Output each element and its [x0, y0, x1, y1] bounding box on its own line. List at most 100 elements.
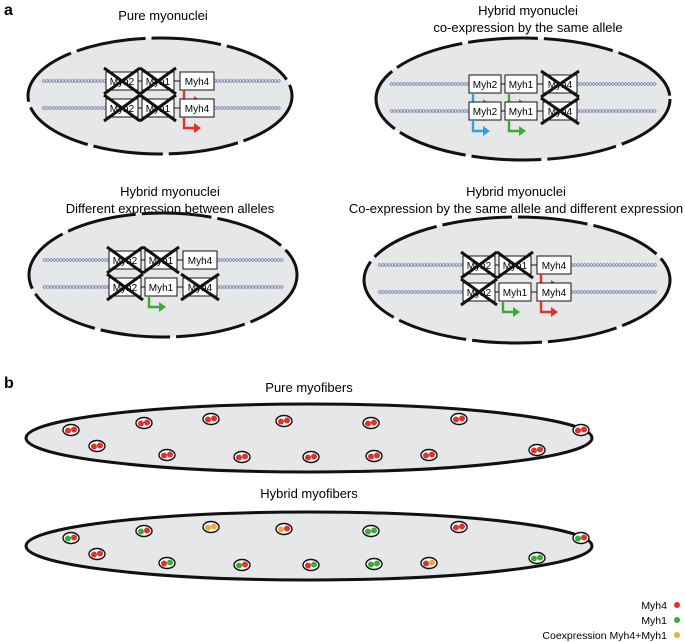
transcription-arrowhead	[519, 126, 526, 136]
transcription-arrowhead	[483, 126, 490, 136]
gene-label: Myh4	[542, 261, 567, 272]
allele-dot	[65, 427, 71, 434]
myonucleus	[420, 556, 438, 570]
allele-dot	[65, 535, 71, 542]
dna-strand	[389, 82, 474, 86]
panel-a-letter: a	[4, 2, 13, 19]
myonucleus	[233, 558, 251, 572]
allele-dot	[459, 415, 465, 422]
transcription-arrow	[182, 117, 196, 130]
gene-box	[498, 282, 532, 302]
dna-strand	[42, 285, 114, 289]
legend-label: Myh4	[641, 600, 667, 612]
myonucleus	[275, 414, 293, 428]
nucleus-title: Different expression between alleles	[66, 201, 275, 216]
transcription-arrow	[501, 301, 515, 314]
myonucleus	[202, 520, 220, 534]
allele-dot	[374, 560, 380, 567]
allele-dot	[305, 562, 311, 569]
allele-dot	[91, 443, 97, 450]
allele-dot	[161, 452, 167, 459]
myonucleus	[202, 412, 220, 426]
nucleus-title: co-expression by the same allele	[433, 20, 622, 35]
allele-dot	[71, 534, 77, 541]
allele-dot	[365, 528, 371, 535]
myonucleus-diagram: Pure myonucleiMyh2Myh1Myh4Myh2Myh1Myh4	[26, 8, 294, 156]
allele-dot	[242, 561, 248, 568]
dna-strand	[572, 109, 657, 113]
allele-dot	[365, 420, 371, 427]
transcription-arrow	[539, 301, 553, 314]
cross-mark	[540, 96, 580, 126]
myofiber-title: Hybrid myofibers	[260, 486, 358, 501]
nucleus-title: Pure myonuclei	[118, 8, 208, 23]
allele-dot	[575, 427, 581, 434]
gene-box	[504, 101, 538, 121]
allele-dot	[138, 528, 144, 535]
myonucleus	[362, 416, 380, 430]
allele-dot	[537, 554, 543, 561]
cross-mark	[142, 245, 180, 275]
transcription-arrowhead	[159, 302, 166, 312]
nucleus-title: Hybrid myonuclei	[120, 184, 220, 199]
allele-dot	[211, 415, 217, 422]
nucleus-title: Hybrid myonuclei	[478, 3, 578, 18]
transcription-arrowhead	[551, 307, 558, 317]
dna-strand	[42, 258, 114, 262]
myonucleus	[158, 556, 176, 570]
gene-label: Myh1	[509, 80, 534, 91]
nucleus-envelope	[27, 211, 299, 339]
transcription-arrow	[471, 120, 485, 133]
gene-label: Myh4	[542, 288, 567, 299]
allele-dot	[368, 561, 374, 568]
cross-mark	[496, 250, 534, 280]
gene-box	[179, 98, 215, 118]
transcription-arrowhead	[513, 307, 520, 317]
allele-dot	[531, 447, 537, 454]
gene-label: Myh4	[188, 256, 213, 267]
allele-dot	[91, 551, 97, 558]
allele-dot	[242, 453, 248, 460]
allele-dot	[284, 525, 290, 532]
dna-strand	[377, 263, 469, 267]
dna-strand	[209, 79, 281, 83]
myonucleus	[88, 547, 106, 561]
allele-dot	[429, 451, 435, 458]
allele-dot	[97, 442, 103, 449]
myonucleus	[528, 443, 546, 457]
myonucleus	[365, 449, 383, 463]
allele-dot	[71, 426, 77, 433]
myonucleus	[572, 531, 590, 545]
gene-label: Myh4	[185, 77, 210, 88]
myonucleus-diagram: Hybrid myonuclei co-expression by the sam…	[374, 3, 672, 162]
myonucleus	[275, 522, 293, 536]
legend-dot	[674, 602, 680, 608]
gene-box	[504, 74, 538, 94]
myonucleus	[362, 524, 380, 538]
cross-mark	[540, 69, 580, 99]
dna-strand	[572, 82, 657, 86]
allele-dot	[453, 416, 459, 423]
allele-dot	[531, 555, 537, 562]
gene-box	[144, 277, 178, 297]
gene-box	[468, 101, 502, 121]
gene-label: Myh1	[149, 283, 174, 294]
myonucleus	[62, 423, 80, 437]
dna-strand	[212, 258, 284, 262]
myonucleus	[572, 423, 590, 437]
allele-dot	[368, 453, 374, 460]
cross-mark	[139, 93, 177, 123]
dna-strand	[41, 106, 113, 110]
cross-mark	[106, 272, 144, 302]
cross-mark	[180, 272, 220, 302]
cross-mark	[103, 93, 141, 123]
allele-dot	[138, 420, 144, 427]
gene-box	[182, 250, 218, 270]
gene-box	[468, 74, 502, 94]
cross-mark	[106, 245, 144, 275]
myonucleus	[302, 558, 320, 572]
allele-dot	[371, 419, 377, 426]
